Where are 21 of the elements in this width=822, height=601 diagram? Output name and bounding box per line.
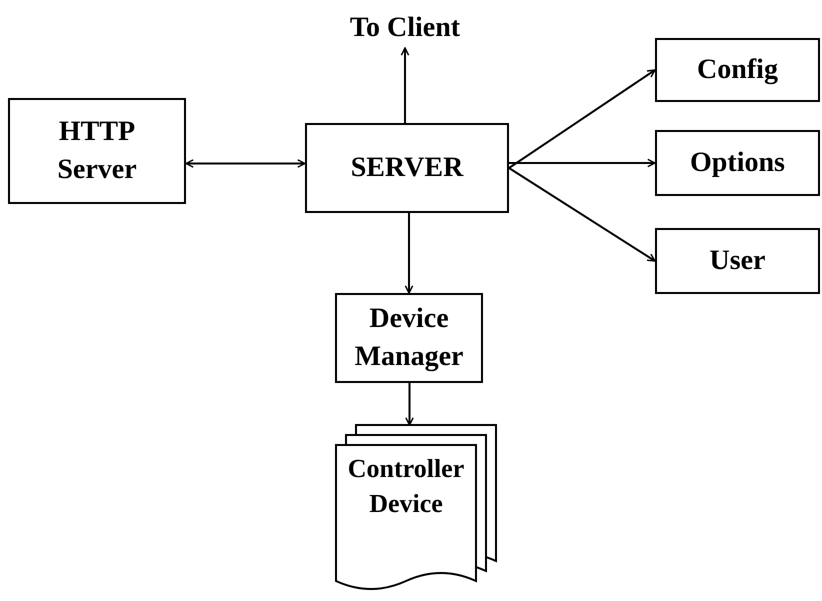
arrow [400, 47, 410, 123]
arrow [509, 158, 656, 168]
process-box [8, 98, 186, 204]
process-box [305, 123, 509, 213]
process-box [335, 293, 483, 383]
arrow [404, 213, 414, 294]
process-box [655, 38, 820, 102]
node-label: Config [696, 53, 779, 88]
arrow [405, 383, 414, 426]
node-label: SERVER [350, 151, 465, 186]
arrow [508, 69, 656, 169]
arrow [185, 159, 306, 168]
node-label: Options [689, 146, 786, 180]
node-label: User [708, 244, 766, 278]
node-label: HTTP Server [56, 115, 138, 187]
process-box [655, 228, 820, 294]
arrow [508, 167, 656, 262]
node-label: Controller Device [346, 453, 466, 520]
process-box [655, 130, 820, 196]
node-label: Device Manager [354, 302, 464, 374]
node-label: To Client [348, 11, 462, 46]
